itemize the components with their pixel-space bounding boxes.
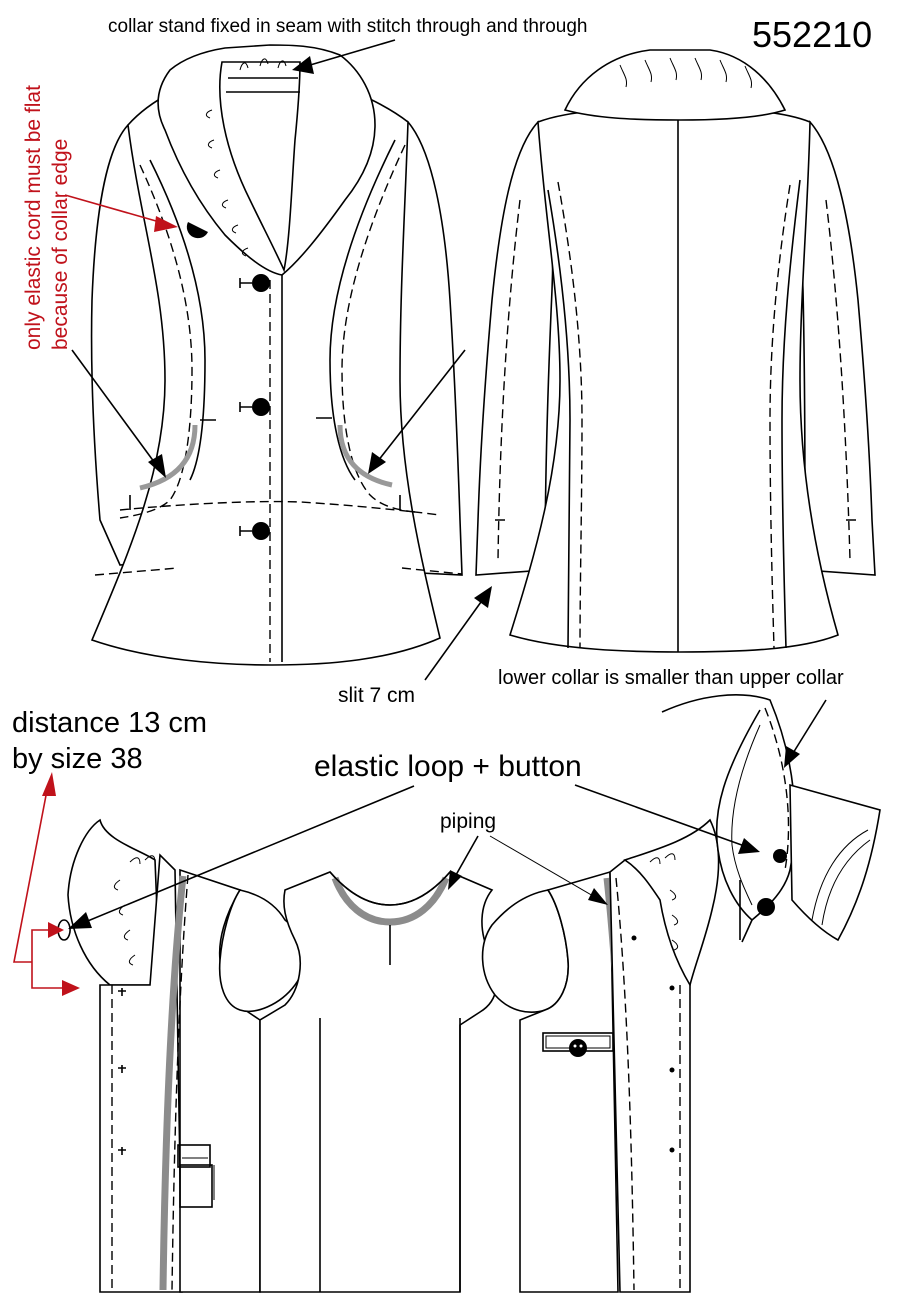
collar-stand-arrow (299, 39, 396, 69)
front-collar-stand (226, 77, 300, 93)
distance-note-line2: by size 38 (12, 743, 143, 775)
back-left-seam (547, 189, 571, 649)
front-left-princess-topstitch (119, 164, 193, 519)
front-sleeve-hems (94, 567, 463, 576)
inside-left-topstitch (111, 874, 189, 1291)
inside-back-seams (319, 1018, 461, 1292)
front-left-pocket (139, 424, 198, 491)
front-bar-tacks (129, 417, 401, 510)
bottom-annotation-arrows (13, 699, 827, 996)
inside-left-upper-collar (67, 818, 161, 986)
front-left-princess-seam (149, 159, 206, 481)
inside-left-armhole (218, 889, 305, 1012)
inside-view (57, 818, 720, 1293)
collar-detail-button-1 (773, 849, 787, 863)
back-collar (563, 49, 787, 121)
inside-left-gathers (113, 855, 156, 966)
elastic-loop-arrow-right (574, 784, 751, 849)
collar-detail-front-edge (739, 880, 753, 943)
distance-note: distance 13 cm by size 38 (12, 705, 207, 777)
front-button-3 (252, 522, 270, 540)
inside-left-front-facing (99, 853, 183, 1293)
inside-right-button-2 (669, 985, 675, 991)
inside-spare-button-pocket-icon (542, 1032, 614, 1057)
front-button-1 (252, 274, 270, 292)
lower-collar-arrow (789, 699, 827, 759)
collar-detail-upper-collar (661, 694, 796, 922)
front-right-pocket (337, 424, 393, 488)
inside-right-lining (519, 870, 619, 1293)
front-elastic-loop-button-icon (186, 222, 208, 239)
inside-right-gathers (649, 853, 679, 951)
inside-right-button-4 (669, 1147, 675, 1153)
slit-note: slit 7 cm (338, 684, 416, 707)
front-buttonholes (239, 278, 252, 536)
inside-back-neck (329, 871, 451, 906)
front-button-2 (252, 398, 270, 416)
back-collar-gathers (619, 57, 752, 89)
back-left-seam-topstitch (557, 181, 583, 649)
front-right-princess-seam (329, 139, 396, 481)
inside-right-button-1 (631, 935, 637, 941)
inside-loop-button (57, 919, 71, 941)
back-view (475, 49, 876, 653)
elastic-cord-note-line2: because of collar edge (49, 138, 72, 350)
inside-left-buttonholes (118, 988, 126, 1155)
elastic-cord-arrow (64, 194, 171, 226)
distance-note-line1: distance 13 cm (12, 707, 208, 739)
inside-left-piping (159, 875, 187, 1291)
elastic-cord-note: only elastic cord must be flat because o… (20, 85, 74, 350)
piping-note: piping (440, 810, 497, 833)
inside-back-neck-piping (331, 876, 450, 926)
collar-stand-note: collar stand fixed in seam with stitch t… (108, 16, 588, 37)
elastic-loop-arrow-left (77, 785, 415, 926)
lower-collar-note: lower collar is smaller than upper colla… (498, 667, 844, 689)
front-right-princess-topstitch (341, 144, 416, 513)
left-pocket-arrow (71, 349, 161, 471)
distance-marker (13, 784, 68, 989)
inside-right-armhole (481, 889, 570, 1013)
front-collar-gathers (205, 58, 287, 257)
front-view (90, 44, 463, 666)
elastic-cord-note-line1: only elastic cord must be flat (22, 85, 45, 350)
slit-arrow (424, 594, 487, 681)
collar-detail-inner-curve (811, 829, 871, 926)
back-right-seam-topstitch (769, 184, 791, 649)
front-collar-neckline (219, 61, 301, 273)
back-right-sleeve (801, 120, 876, 576)
inside-right-topstitch (615, 877, 681, 1291)
back-right-seam (781, 179, 801, 649)
elastic-loop-note: elastic loop + button (314, 750, 582, 783)
inside-back-lining (259, 871, 498, 1293)
collar-detail-shoulder (789, 783, 881, 942)
top-annotation-arrows (64, 39, 492, 681)
back-left-sleeve (475, 120, 554, 576)
collar-detail-button-2 (757, 898, 775, 916)
collar-detail-stitch (764, 707, 790, 871)
right-pocket-arrow (373, 349, 466, 467)
piping-arrow-right (489, 835, 601, 901)
inside-right-upper-collar (623, 818, 720, 988)
collar-detail (661, 694, 881, 943)
collar-detail-lower-collar (731, 724, 761, 906)
style-number: 552210 (752, 14, 873, 55)
inside-right-button-3 (669, 1067, 675, 1073)
inside-care-label-icon (177, 1144, 215, 1208)
front-hem-topstitch (119, 500, 441, 516)
